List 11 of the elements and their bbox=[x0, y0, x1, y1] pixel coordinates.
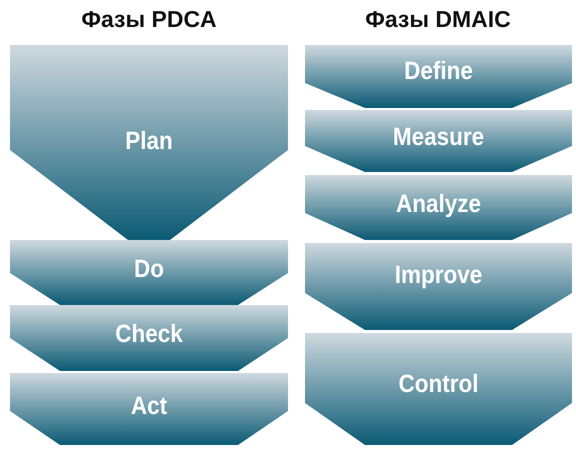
phase-label: Analyze bbox=[394, 190, 482, 219]
phase-label: Act bbox=[130, 392, 168, 421]
phase-label: Measure bbox=[392, 123, 486, 152]
column-heading: Фазы DMAIC bbox=[365, 6, 511, 33]
column-heading: Фазы PDCA bbox=[81, 6, 217, 33]
phase-label: Define bbox=[403, 57, 474, 86]
phase-label: Plan bbox=[124, 127, 174, 156]
phase-label: Improve bbox=[394, 261, 484, 290]
phase-label: Check bbox=[114, 320, 184, 349]
phase-label: Control bbox=[398, 370, 480, 399]
phase-label: Do bbox=[133, 255, 165, 284]
